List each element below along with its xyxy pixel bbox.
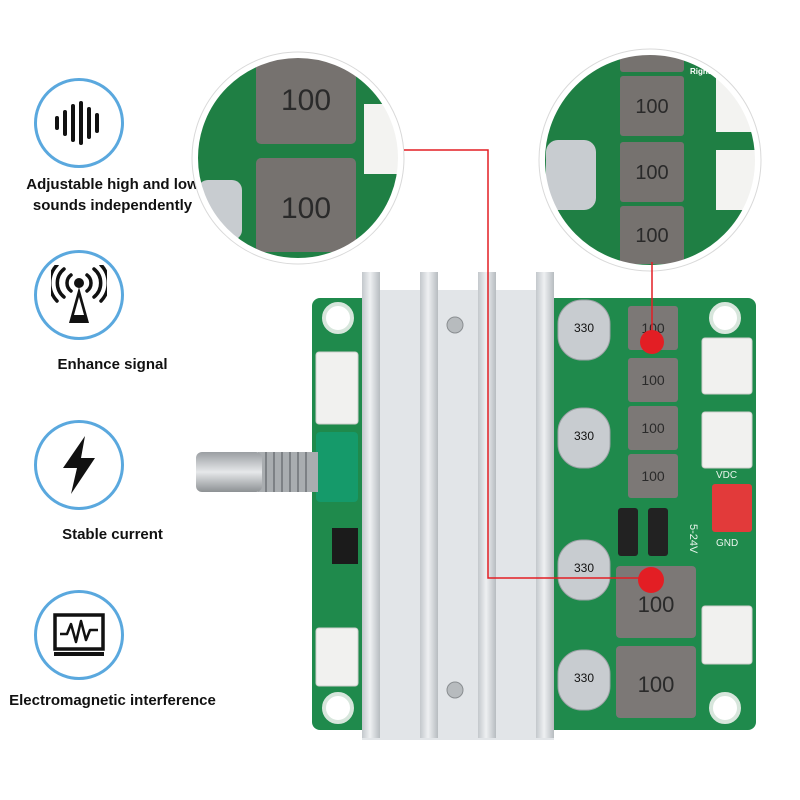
feature-icon-ring (34, 78, 124, 168)
svg-text:Right: Right (690, 67, 711, 76)
svg-text:330: 330 (574, 321, 594, 335)
feature-label: Stable current (62, 526, 163, 543)
feature-icon-ring (34, 590, 124, 680)
svg-text:330: 330 (574, 429, 594, 443)
svg-text:330: 330 (574, 561, 594, 575)
input-connector (315, 351, 359, 425)
inductor: 100 (628, 454, 678, 498)
capacitor: 330 (557, 539, 611, 601)
callout-dot (640, 330, 664, 354)
inductor-large: 100 (616, 646, 696, 718)
svg-text:330: 330 (574, 671, 594, 685)
potentiometer-knob (196, 432, 358, 502)
diode (648, 508, 668, 556)
power-terminal: VDC GND 5-24V (687, 470, 752, 554)
svg-text:100: 100 (635, 96, 668, 118)
heatsink (362, 272, 554, 740)
feature-label: Electromagnetic interference (9, 692, 216, 709)
feature-label: Adjustable high and low sounds independe… (26, 176, 199, 214)
capacitor: 330 (557, 299, 611, 361)
svg-text:100: 100 (281, 192, 331, 225)
svg-text:100: 100 (638, 592, 675, 617)
callout-lines (404, 149, 653, 579)
svg-text:100: 100 (635, 162, 668, 184)
input-connector (315, 627, 359, 687)
feature-label: Enhance signal (57, 356, 168, 373)
svg-text:100: 100 (635, 225, 668, 247)
svg-text:100: 100 (641, 372, 665, 388)
zoom-detail-left: 100 100 (191, 51, 405, 265)
capacitor: 330 (557, 649, 611, 711)
oscilloscope-monitor-icon (53, 613, 105, 656)
callout-dot (638, 567, 664, 593)
output-connector (701, 337, 753, 395)
signal-tower-icon (51, 265, 107, 323)
sound-wave-icon (55, 101, 99, 145)
inductor: 100 (628, 358, 678, 402)
svg-text:VDC: VDC (716, 470, 737, 481)
svg-text:100: 100 (641, 420, 665, 436)
output-connector (701, 605, 753, 665)
inductor: 100 (628, 406, 678, 450)
svg-text:GND: GND (716, 538, 738, 549)
zoom-detail-right: 100 100 100 Right (538, 48, 762, 272)
svg-text:100: 100 (641, 468, 665, 484)
svg-text:100: 100 (281, 84, 331, 117)
feature-icon-ring (34, 420, 124, 510)
feature-icon-ring (34, 250, 124, 340)
svg-text:5-24V: 5-24V (687, 524, 699, 554)
lightning-bolt-icon (63, 436, 95, 494)
capacitor: 330 (557, 407, 611, 469)
svg-text:100: 100 (638, 672, 675, 697)
output-connector (701, 411, 753, 469)
inductor-large: 100 (616, 566, 696, 638)
ic-chip (332, 528, 358, 564)
diode (618, 508, 638, 556)
